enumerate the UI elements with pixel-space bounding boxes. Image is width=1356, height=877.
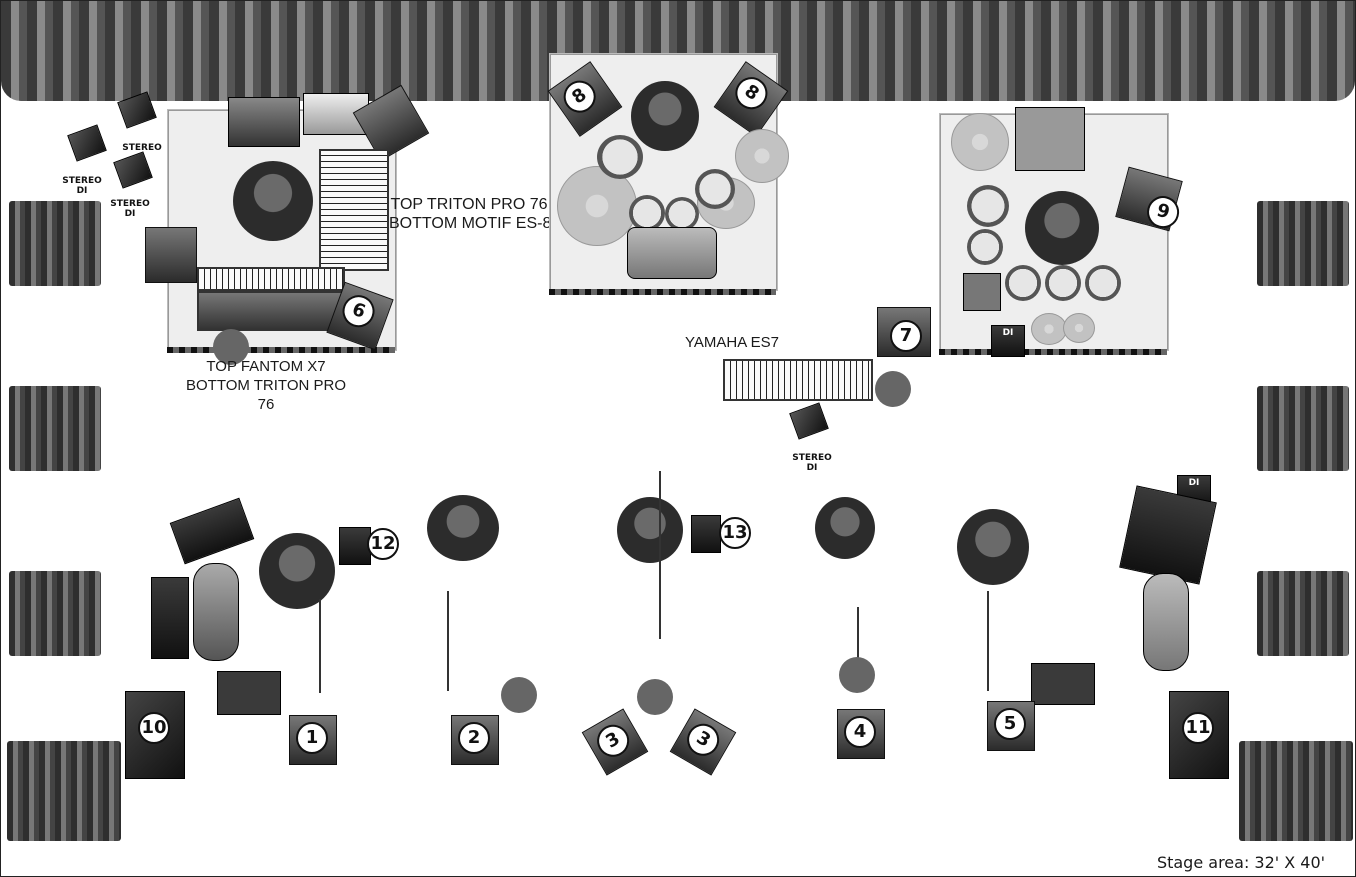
wireless-pack-icon [691,515,721,553]
wing-right-4 [1239,741,1353,841]
monitor-number: 3 [681,718,725,762]
mixer-icon [228,97,300,147]
keyboard-vertical-icon [319,149,389,271]
monitor-number: 11 [1182,712,1214,744]
monitor-number: 3 [591,719,635,763]
drum-riser-legs [549,289,776,295]
mic-stand-icon [857,607,859,663]
vocalist-icon [427,495,499,561]
monitor-number: 2 [458,722,490,754]
di-label-stereo-3: STEREO DI [787,453,837,473]
trombonist-icon [617,497,683,563]
pedalboard-icon [1031,663,1095,705]
di-box-icon [113,151,153,188]
mic-base-icon [501,677,537,713]
percussionist-icon [1025,191,1099,265]
keyboard-bottom-icon [197,291,345,331]
percussion-riser-legs [939,349,1167,355]
monitor-13: 13 [719,517,751,549]
trombone-slide-icon [659,471,661,639]
mic-base-icon [637,679,673,715]
monitor-1: 1 [289,715,337,765]
yamaha-mic-base-icon [875,371,911,407]
conga-icon [1005,265,1041,301]
wing-left-3 [9,571,101,656]
di-label: DI [992,328,1024,338]
yamaha-keyboard-icon [723,359,873,401]
wing-right-3 [1257,571,1349,656]
monitor-number: 5 [994,708,1026,740]
monitor-number: 6 [338,291,379,332]
di-label: DI [1178,478,1210,488]
keys-center-label: TOP TRITON PRO 76 BOTTOM MOTIF ES-8 [389,195,549,233]
bongo-icon [1031,313,1067,345]
keys-left-label: TOP FANTOM X7 BOTTOM TRITON PRO 76 [161,357,371,414]
wing-left-2 [9,386,101,471]
guitar-amp-icon [151,577,189,659]
monitor-3-right: 3 [670,708,737,775]
monitor-7: 7 [877,307,931,357]
wing-right-2 [1257,386,1349,471]
di-box-icon: DI [991,325,1025,357]
tom-icon [695,169,735,209]
yamaha-label: YAMAHA ES7 [685,333,785,352]
cajon-icon [963,273,1001,311]
di-box-icon [67,124,107,161]
kick-drum-icon [627,227,717,279]
guitar-icon [193,563,239,661]
wing-left-4 [7,741,121,841]
mic-stand-icon [447,591,449,691]
pedalboard-icon [217,671,281,715]
timbale-icon [967,185,1009,227]
monitor-number: 8 [557,74,602,119]
keys-left-wedge-icon [145,227,197,283]
mic-stand-icon [319,599,321,693]
bassist-icon [957,509,1029,585]
monitor-number: 4 [844,716,876,748]
drummer-icon [631,81,699,151]
monitor-4: 4 [837,709,885,759]
di-label-stereo-2: STEREO DI [105,199,155,219]
tom-icon [597,135,643,179]
monitor-number: 7 [890,320,922,352]
monitor-number: 10 [138,712,170,744]
tom-icon [665,197,699,231]
wing-right-1 [1257,201,1349,286]
mic-stand-icon [987,591,989,691]
tom-icon [629,195,665,231]
wing-left-1 [9,201,101,286]
monitor-number: 8 [729,71,774,116]
guitarist-icon [259,533,335,609]
monitor-5: 5 [987,701,1035,751]
monitor-number: 1 [296,722,328,754]
timbale-icon [967,229,1003,265]
di-label-stereo-1: STEREO DI [57,176,107,196]
keyboard-top-icon [197,267,345,291]
bass-guitar-icon [1143,573,1189,671]
mic-base-icon [839,657,875,693]
di-box-icon [789,402,829,439]
keys-riser-left-legs [167,347,395,353]
stage-area-label: Stage area: 32' X 40' [1141,853,1341,872]
trumpeter-icon [815,497,875,559]
cymbal-icon [735,129,789,183]
conga-icon [1045,265,1081,301]
monitor-10: 10 [125,691,185,779]
keys-player-icon [233,161,313,241]
table-icon [1015,107,1085,171]
monitor-3-left: 3 [582,708,649,775]
monitor-2: 2 [451,715,499,765]
conga-icon [1085,265,1121,301]
monitor-11: 11 [1169,691,1229,779]
monitor-12: 12 [367,528,399,560]
guitar-amp-icon [170,498,255,565]
monitor-number: 9 [1143,192,1182,231]
bongo-icon [1063,313,1095,343]
bass-amp-icon [1119,485,1217,584]
cymbal-icon [951,113,1009,171]
